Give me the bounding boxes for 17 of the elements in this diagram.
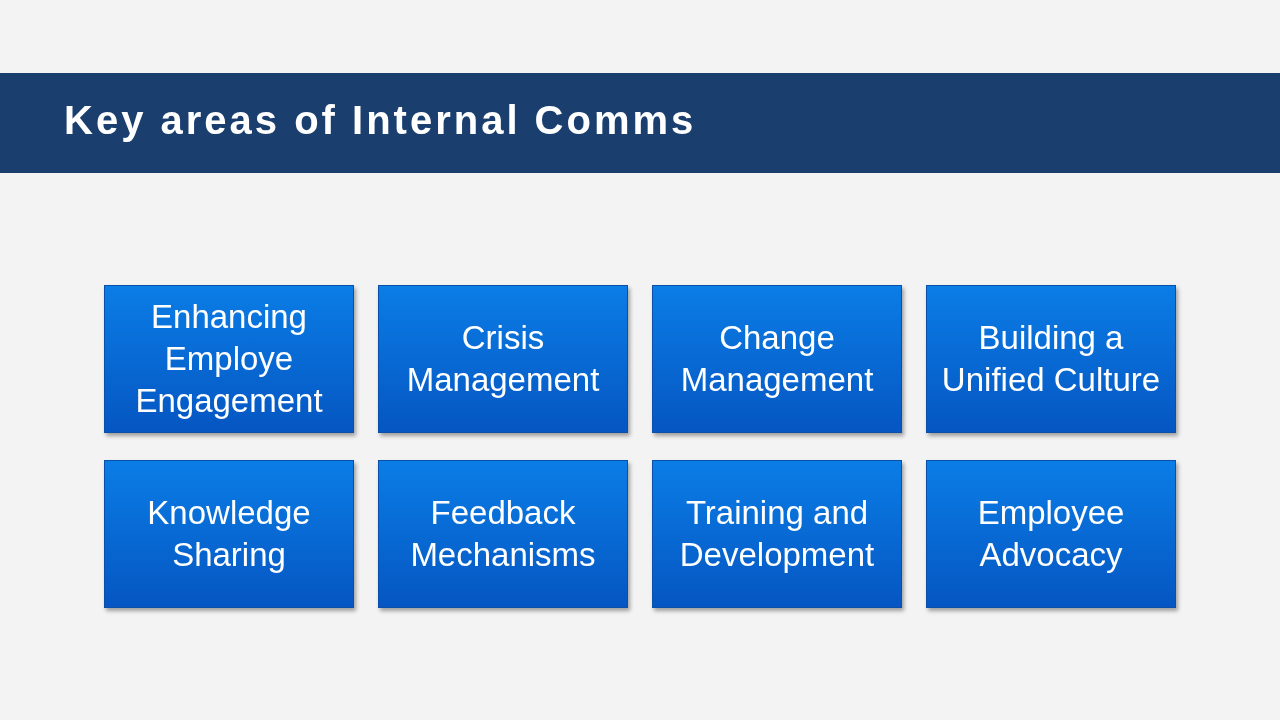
- slide-title: Key areas of Internal Comms: [64, 98, 697, 143]
- topic-box: [104, 460, 354, 608]
- topic-label: Change Management: [679, 318, 875, 400]
- topic-box: [926, 460, 1176, 608]
- topic-label: Crisis Management: [405, 318, 601, 400]
- topic-box: [378, 285, 628, 433]
- topic-label: Employee Advocacy: [976, 493, 1126, 575]
- topic-box: [652, 460, 902, 608]
- topic-box: [926, 285, 1176, 433]
- topic-label: Building a Unified Culture: [940, 318, 1162, 400]
- topic-label: Training and Development: [678, 493, 876, 575]
- topic-box: [378, 460, 628, 608]
- topic-box: [104, 285, 354, 433]
- topic-box: [652, 285, 902, 433]
- topic-label: Feedback Mechanisms: [409, 493, 597, 575]
- topic-label: Enhancing Employe Engagement: [134, 297, 324, 421]
- topic-label: Knowledge Sharing: [146, 493, 312, 575]
